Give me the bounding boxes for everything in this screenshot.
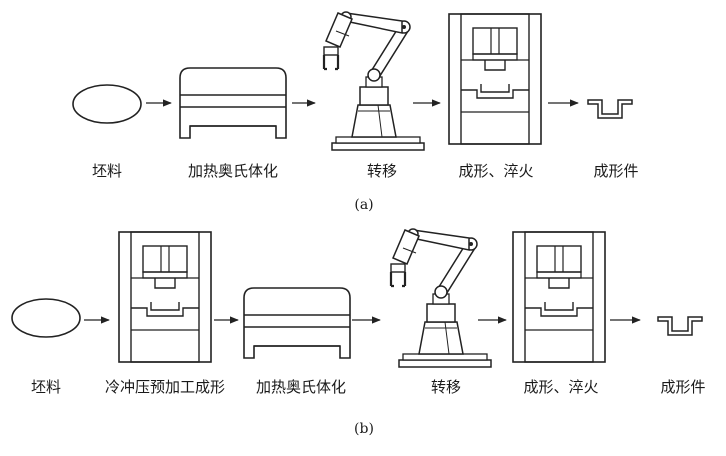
row-a-step-blank-label: 坯料 <box>91 162 123 180</box>
row-a-blank <box>72 84 142 124</box>
row-b-step-blank-label: 坯料 <box>30 378 62 396</box>
row-a-step-part-label: 成形件 <box>593 162 639 180</box>
row-b-blank <box>11 298 81 338</box>
row-b-furnace <box>243 287 351 359</box>
row-a-press <box>448 13 542 145</box>
row-b-caption: (b) <box>354 421 374 437</box>
row-b-robot <box>389 227 493 369</box>
row-a-step-transfer-label: 转移 <box>366 162 398 180</box>
row-b-press <box>512 231 606 363</box>
row-b-part <box>657 316 703 336</box>
row-b-step-preform-label: 冷冲压预加工成形 <box>104 378 226 396</box>
row-a-caption: (a) <box>354 197 374 213</box>
row-a-step-forming-label: 成形、淬火 <box>458 162 534 180</box>
row-a-part <box>587 99 633 119</box>
row-a-robot <box>322 10 426 152</box>
row-b-preform-press <box>118 231 212 363</box>
row-a-furnace <box>179 67 287 139</box>
row-b-step-transfer-label: 转移 <box>430 378 462 396</box>
row-b-step-part-label: 成形件 <box>660 378 706 396</box>
row-a-step-heating-label: 加热奥氏体化 <box>187 162 279 180</box>
row-b-step-heating-label: 加热奥氏体化 <box>255 378 347 396</box>
row-b-step-forming-label: 成形、淬火 <box>523 378 599 396</box>
